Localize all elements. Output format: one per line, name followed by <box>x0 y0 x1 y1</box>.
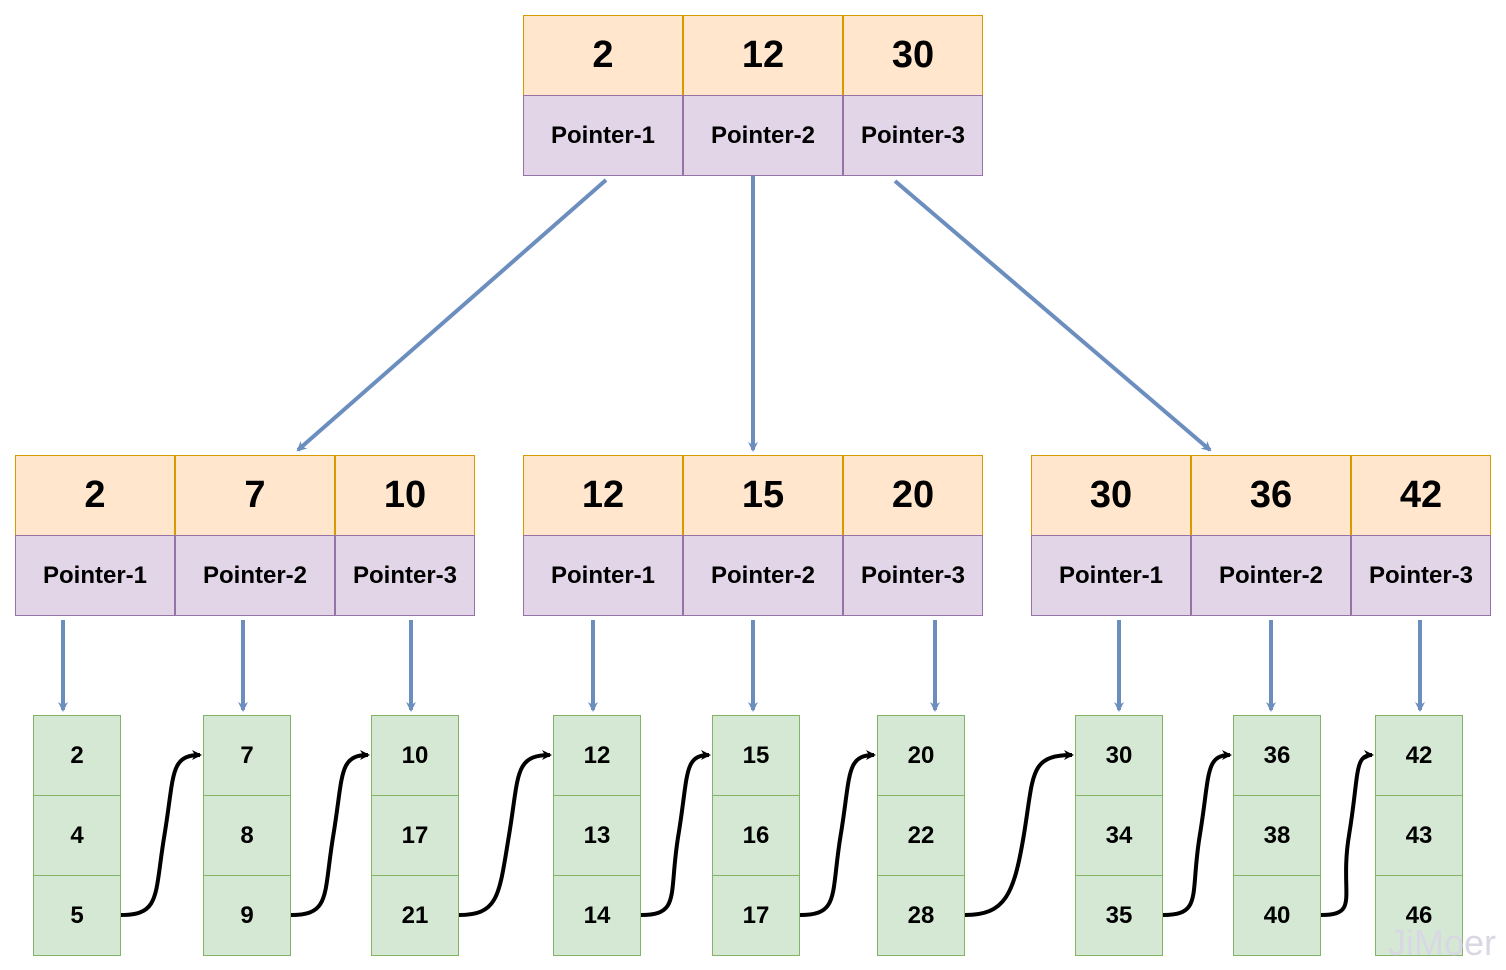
leaf-3-entry-3: 21 <box>371 875 459 956</box>
root-node-key-2: 12 <box>683 15 843 96</box>
leaf-3-entry-1: 10 <box>371 715 459 796</box>
root-node-key-3: 30 <box>843 15 983 96</box>
leaf-5-entry-3: 17 <box>712 875 800 956</box>
leaf-6-entry-2: 22 <box>877 795 965 876</box>
leaf-1-entry-3: 5 <box>33 875 121 956</box>
internal-node-2-key-2: 15 <box>683 455 843 536</box>
internal-node-2-key-3: 20 <box>843 455 983 536</box>
leaf-8-entry-1: 36 <box>1233 715 1321 796</box>
leaf-link-6 <box>964 750 1074 917</box>
internal-node-2-pointer-3: Pointer-3 <box>843 535 983 616</box>
leaf-2-entry-3: 9 <box>203 875 291 956</box>
leaf-link-1 <box>120 750 202 917</box>
leaf-4-entry-1: 12 <box>553 715 641 796</box>
internal-node-1-pointer-3: Pointer-3 <box>335 535 475 616</box>
root-node-pointer-2: Pointer-2 <box>683 95 843 176</box>
internal-node-1-pointer-2: Pointer-2 <box>175 535 335 616</box>
leaf-1-entry-1: 2 <box>33 715 121 796</box>
leaf-1-entry-2: 4 <box>33 795 121 876</box>
leaf-8-entry-2: 38 <box>1233 795 1321 876</box>
internal-node-3-key-3: 42 <box>1351 455 1491 536</box>
internal-node-1-key-3: 10 <box>335 455 475 536</box>
internal-node-3-pointer-3: Pointer-3 <box>1351 535 1491 616</box>
watermark: JiMoer <box>1387 922 1496 963</box>
internal-node-1-key-1: 2 <box>15 455 175 536</box>
root-node-pointer-3: Pointer-3 <box>843 95 983 176</box>
leaf-7-entry-3: 35 <box>1075 875 1163 956</box>
leaf-7-entry-1: 30 <box>1075 715 1163 796</box>
leaf-link-5 <box>799 750 876 917</box>
root-node-pointer-1: Pointer-1 <box>523 95 683 176</box>
root-node-key-1: 2 <box>523 15 683 96</box>
leaf-link-4 <box>640 750 711 917</box>
leaf-5-entry-1: 15 <box>712 715 800 796</box>
internal-node-1-pointer-1: Pointer-1 <box>15 535 175 616</box>
leaf-6-entry-1: 20 <box>877 715 965 796</box>
internal-node-3-key-2: 36 <box>1191 455 1351 536</box>
leaf-2-entry-1: 7 <box>203 715 291 796</box>
root-arrow-3 <box>893 179 1212 452</box>
leaf-9-entry-1: 42 <box>1375 715 1463 796</box>
internal-node-2-pointer-1: Pointer-1 <box>523 535 683 616</box>
leaf-4-entry-3: 14 <box>553 875 641 956</box>
leaf-6-entry-3: 28 <box>877 875 965 956</box>
root-arrow-1 <box>296 178 608 452</box>
leaf-9-entry-2: 43 <box>1375 795 1463 876</box>
leaf-8-entry-3: 40 <box>1233 875 1321 956</box>
leaf-link-8 <box>1320 750 1374 917</box>
internal-node-3-key-1: 30 <box>1031 455 1191 536</box>
internal-node-2-key-1: 12 <box>523 455 683 536</box>
internal-node-3-pointer-2: Pointer-2 <box>1191 535 1351 616</box>
leaf-link-3 <box>458 750 552 917</box>
leaf-4-entry-2: 13 <box>553 795 641 876</box>
leaf-link-7 <box>1162 750 1232 917</box>
internal-node-1-key-2: 7 <box>175 455 335 536</box>
internal-node-2-pointer-2: Pointer-2 <box>683 535 843 616</box>
leaf-2-entry-2: 8 <box>203 795 291 876</box>
internal-node-3-pointer-1: Pointer-1 <box>1031 535 1191 616</box>
leaf-link-2 <box>290 750 370 917</box>
leaf-9-entry-3: 46 <box>1375 875 1463 956</box>
leaf-3-entry-2: 17 <box>371 795 459 876</box>
leaf-7-entry-2: 34 <box>1075 795 1163 876</box>
leaf-5-entry-2: 16 <box>712 795 800 876</box>
